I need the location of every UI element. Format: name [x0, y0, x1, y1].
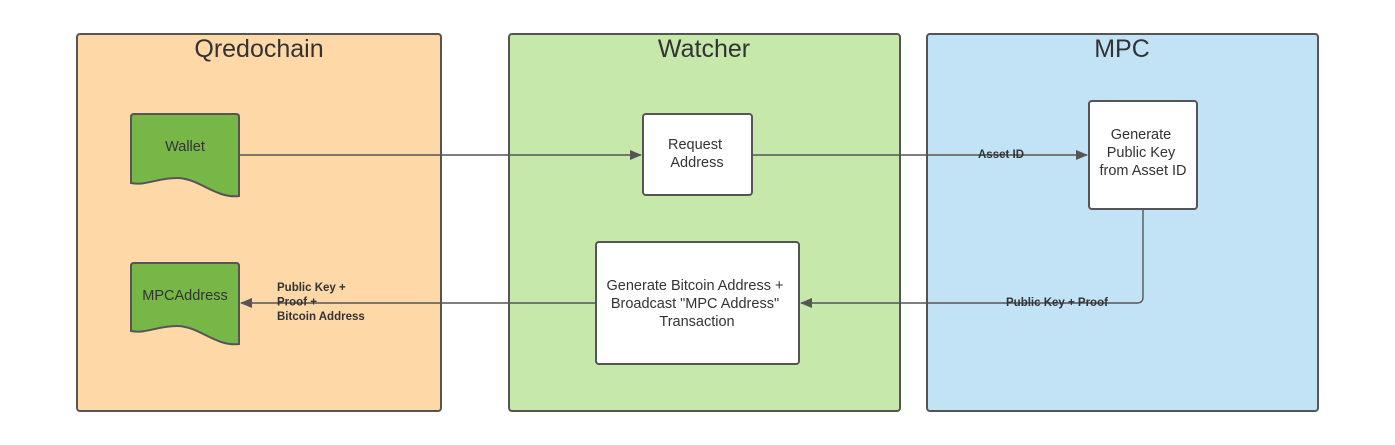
node-request-address[interactable]: Request Address	[642, 113, 753, 196]
lane-qredochain-background	[76, 33, 442, 412]
edge-label-public-key-proof: Public Key + Proof	[1006, 297, 1108, 309]
generate-public-key-box	[1088, 100, 1198, 210]
request-address-box	[642, 113, 753, 196]
generate-bitcoin-address-box	[595, 241, 800, 365]
lane-qredochain-title: Qredochain	[194, 35, 323, 63]
lane-mpc-background	[926, 33, 1319, 412]
node-mpc-address[interactable]: MPCAddress	[130, 262, 240, 346]
mpc-address-document-shape	[130, 262, 240, 346]
edge-label-public-key-proof-bitcoin-address: Public Key + Proof + Bitcoin Address	[277, 282, 365, 323]
generate-bitcoin-address-label: Generate Bitcoin Address + Broadcast "MP…	[607, 278, 788, 330]
node-wallet[interactable]: Wallet	[130, 113, 240, 198]
edge-generate-public-key-to-generate-bitcoin	[800, 210, 1144, 308]
lane-mpc-title: MPC	[1094, 35, 1150, 63]
generate-public-key-label: Generate Public Key from Asset ID	[1099, 127, 1186, 179]
lane-watcher-title: Watcher	[658, 35, 750, 63]
edge-label-asset-id: Asset ID	[978, 149, 1024, 161]
wallet-label: Wallet	[165, 139, 205, 155]
mpc-address-label: MPCAddress	[142, 288, 227, 304]
lane-mpc: MPC	[926, 33, 1319, 412]
request-address-label: Request Address	[668, 137, 726, 171]
node-generate-public-key[interactable]: Generate Public Key from Asset ID	[1088, 100, 1198, 210]
lane-qredochain: Qredochain	[76, 33, 442, 412]
node-generate-bitcoin-address[interactable]: Generate Bitcoin Address + Broadcast "MP…	[595, 241, 800, 365]
wallet-document-shape	[130, 113, 240, 198]
